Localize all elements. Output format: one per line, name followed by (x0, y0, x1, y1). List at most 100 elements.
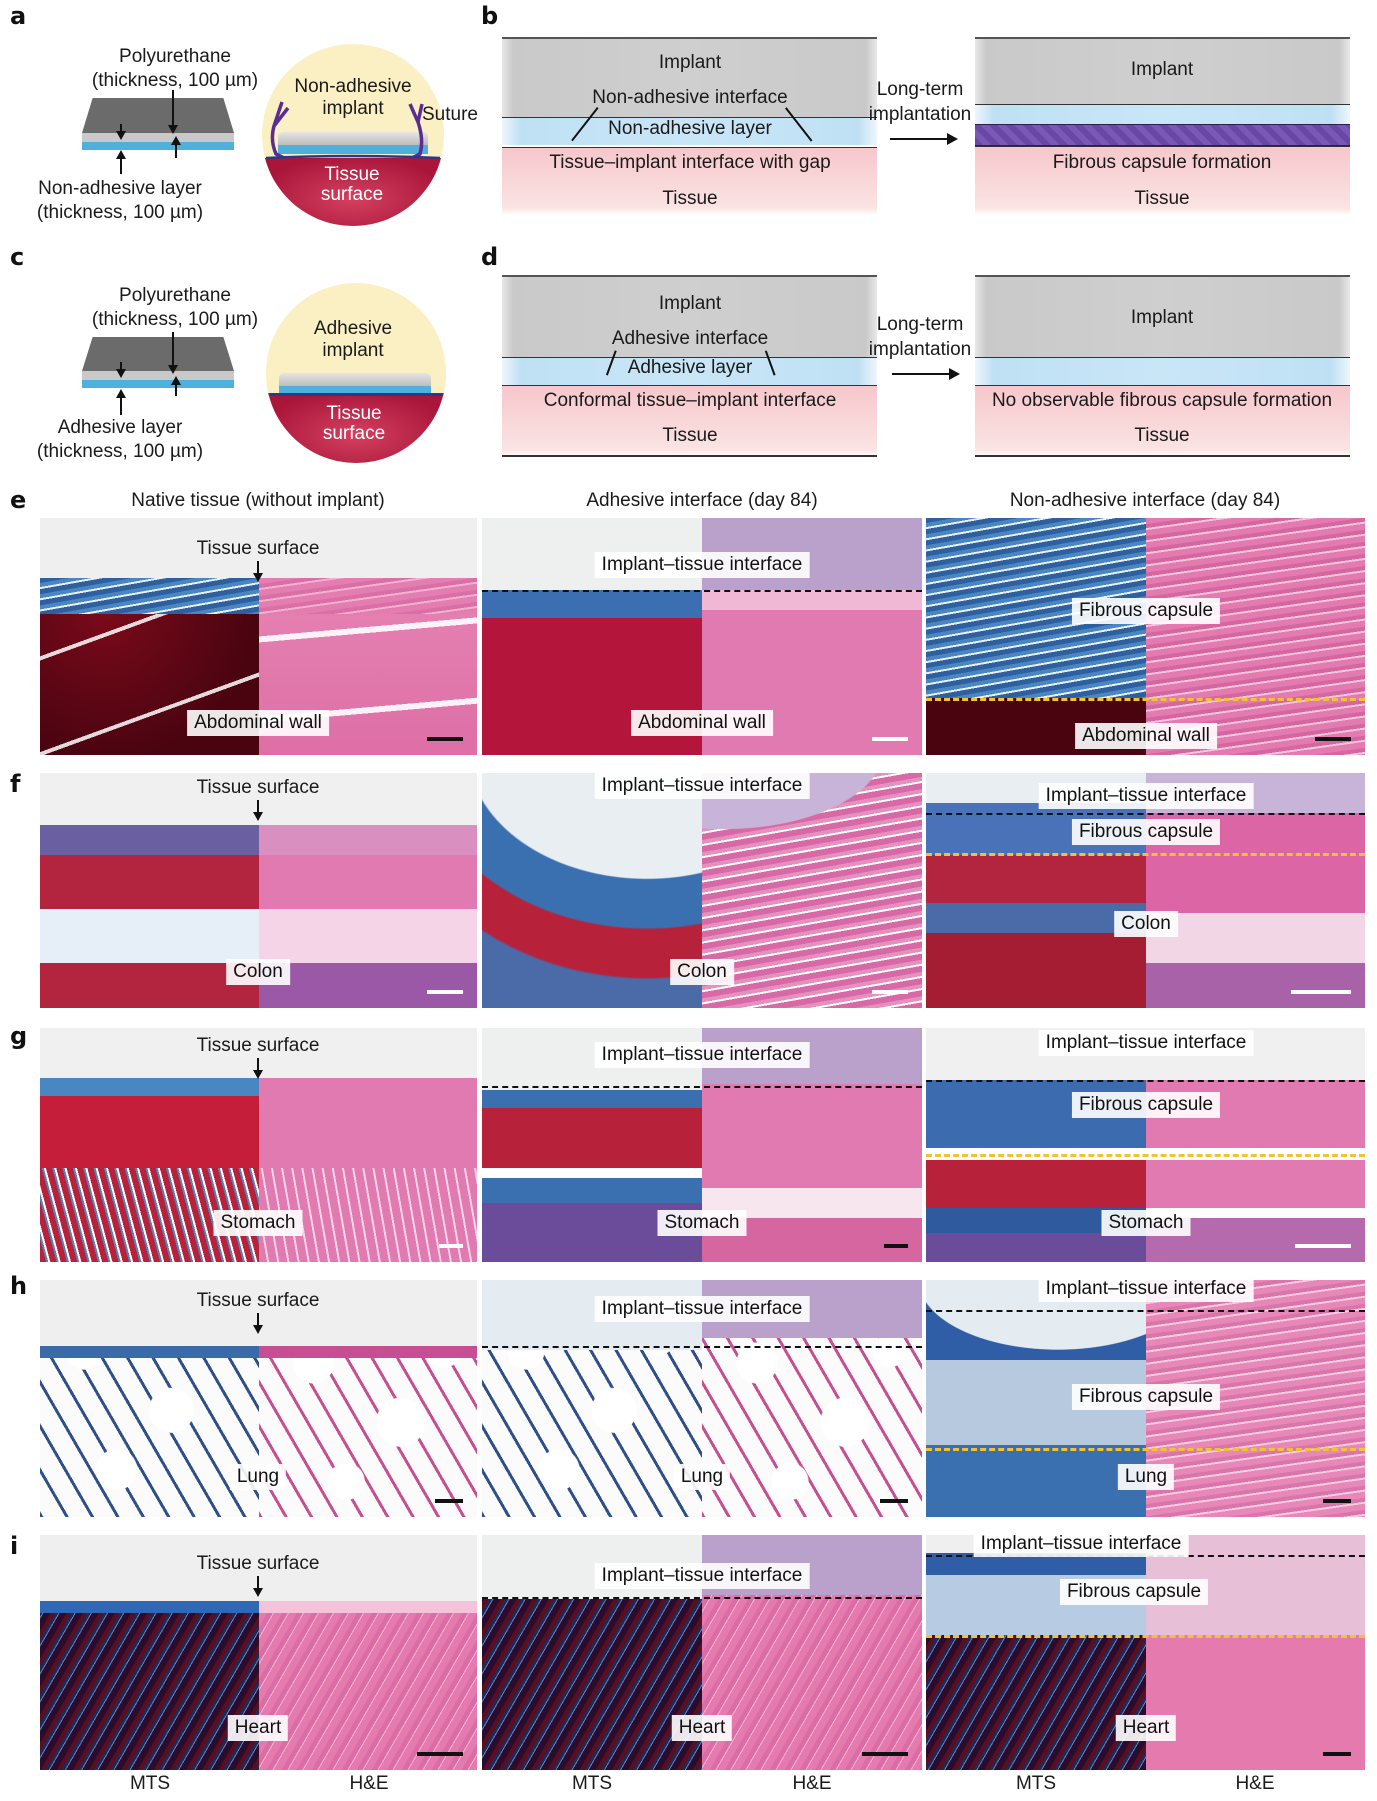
organ-label: Abdominal wall (631, 710, 773, 736)
non-adhesive-implant-title: Non-adhesive (294, 76, 412, 97)
fibrous-capsule-label: Fibrous capsule (1059, 1579, 1209, 1605)
adhesive-abdominal-panel: Implant–tissue interface Abdominal wall (482, 518, 922, 755)
tissue-text: Tissue (662, 188, 718, 209)
capsule-boundary-line (926, 698, 1365, 701)
organ-label: Colon (226, 959, 290, 985)
histology-row-stomach: Tissue surface Stomach Implant–tissue in… (40, 1028, 1365, 1262)
arrow-down-icon (116, 124, 126, 140)
non-adhesive-after-box (975, 37, 1350, 215)
scale-bar (872, 737, 908, 741)
implantation-label: implantation (868, 104, 972, 125)
tissue-surface-label: Tissue surface (196, 538, 320, 559)
no-capsule-text: No observable fibrous capsule formation (991, 390, 1333, 411)
non-adhesive-abdominal-panel: Fibrous capsule Abdominal wall (926, 518, 1365, 755)
panel-label-d: d (481, 243, 499, 271)
polyurethane-label: Polyurethane (119, 285, 231, 306)
implant-text: Implant (1130, 307, 1194, 328)
capsule-boundary-line (926, 853, 1365, 856)
stain-label-he: H&E (1235, 1773, 1275, 1794)
scale-bar (880, 1499, 908, 1503)
scale-bar (427, 737, 463, 741)
he-image (1145, 518, 1365, 755)
panel-label-f: f (10, 770, 21, 798)
organ-label: Lung (1117, 1464, 1175, 1490)
histology-row-lung: Tissue surface Lung Implant–tissue inter… (40, 1280, 1365, 1517)
fibrous-capsule-label: Fibrous capsule (1071, 598, 1221, 624)
adhesive-layer-band (502, 357, 877, 385)
layer-mid (82, 371, 234, 380)
interface-dashed-line (926, 1310, 1365, 1312)
fibrous-capsule-label: Fibrous capsule (1071, 819, 1221, 845)
arrow-up-icon (116, 389, 126, 415)
non-adhesive-before-box (502, 37, 877, 215)
non-adhesive-thickness: (thickness, 100 µm) (36, 202, 204, 223)
interface-dashed-line (926, 1080, 1365, 1082)
panel-label-e: e (10, 486, 27, 514)
non-adhesive-implant-title-2: implant (322, 98, 384, 119)
arrow-right-icon (892, 368, 960, 380)
tissue-layer (502, 147, 877, 215)
polyurethane-thickness: (thickness, 100 µm) (91, 309, 259, 330)
arrow-down-icon (253, 1576, 263, 1597)
fibrous-capsule-band (975, 124, 1350, 146)
scale-bar (1291, 990, 1351, 994)
adhesive-interface-line (266, 393, 446, 396)
tissue-text: Tissue (1134, 188, 1190, 209)
suture-icon (265, 101, 441, 160)
implant-layer (502, 37, 877, 117)
gap-interface-text: Tissue–implant interface with gap (549, 152, 831, 173)
scale-bar (1323, 1752, 1351, 1756)
adhesive-before-box (502, 275, 877, 457)
tissue-layer (502, 385, 877, 457)
tissue-region (266, 393, 446, 463)
long-term-label: Long-term (876, 314, 964, 335)
scale-bar (872, 990, 908, 994)
column-header-adhesive: Adhesive interface (day 84) (586, 490, 818, 511)
interface-dashed-line (482, 1597, 922, 1599)
non-adhesive-colon-panel: Implant–tissue interface Fibrous capsule… (926, 773, 1365, 1008)
non-adhesive-lung-panel: Implant–tissue interface Fibrous capsule… (926, 1280, 1365, 1517)
adhesive-lung-panel: Implant–tissue interface Lung (482, 1280, 922, 1517)
he-image (258, 773, 477, 1008)
non-adhesive-layer-band (502, 117, 877, 145)
layer-mid (82, 133, 234, 142)
panel-label-a: a (10, 2, 27, 30)
implant-layer (975, 37, 1350, 104)
implant-text: Implant (658, 52, 722, 73)
arrow-down-icon (116, 362, 126, 378)
implant-tissue-interface-label: Implant–tissue interface (594, 552, 810, 578)
mts-image (40, 773, 259, 1008)
panel-label-b: b (481, 2, 499, 30)
adhesive-implant-circle (266, 283, 446, 463)
implant-tissue-interface-label: Implant–tissue interface (973, 1535, 1189, 1557)
arrow-right-icon (890, 133, 958, 145)
native-lung-panel: Tissue surface Lung (40, 1280, 477, 1517)
he-image (702, 773, 922, 1008)
scale-bar (862, 1752, 908, 1756)
fibrous-capsule-label: Fibrous capsule (1071, 1092, 1221, 1118)
non-adhesive-layer-text: Non-adhesive layer (608, 118, 772, 139)
panel-label-i: i (10, 1532, 19, 1560)
interface-dashed-line (482, 1346, 922, 1348)
panel-label-h: h (10, 1272, 28, 1300)
stain-label-he: H&E (349, 1773, 389, 1794)
adhesive-colon-panel: Implant–tissue interface Colon (482, 773, 922, 1008)
polyurethane-slab (82, 337, 234, 371)
implant-tissue-interface-label: Implant–tissue interface (1038, 1280, 1254, 1302)
implant-text: Implant (658, 293, 722, 314)
organ-label: Abdominal wall (187, 710, 329, 736)
arrow-down-icon (253, 1313, 263, 1334)
native-heart-panel: Tissue surface Heart (40, 1535, 477, 1770)
non-adhesive-interface-text: Non-adhesive interface (592, 87, 788, 108)
scale-bar (884, 1244, 908, 1248)
organ-label: Heart (227, 1715, 289, 1741)
histology-row-colon: Tissue surface Colon Implant–tissue inte… (40, 773, 1365, 1008)
implant-tissue-interface-label: Implant–tissue interface (1038, 783, 1254, 809)
scale-bar (1315, 737, 1351, 741)
he-image (1145, 773, 1365, 1008)
capsule-boundary-line (926, 1154, 1365, 1157)
native-colon-panel: Tissue surface Colon (40, 773, 477, 1008)
long-term-label: Long-term (876, 79, 964, 100)
tissue-layer (975, 385, 1350, 457)
he-image (1145, 1535, 1365, 1770)
